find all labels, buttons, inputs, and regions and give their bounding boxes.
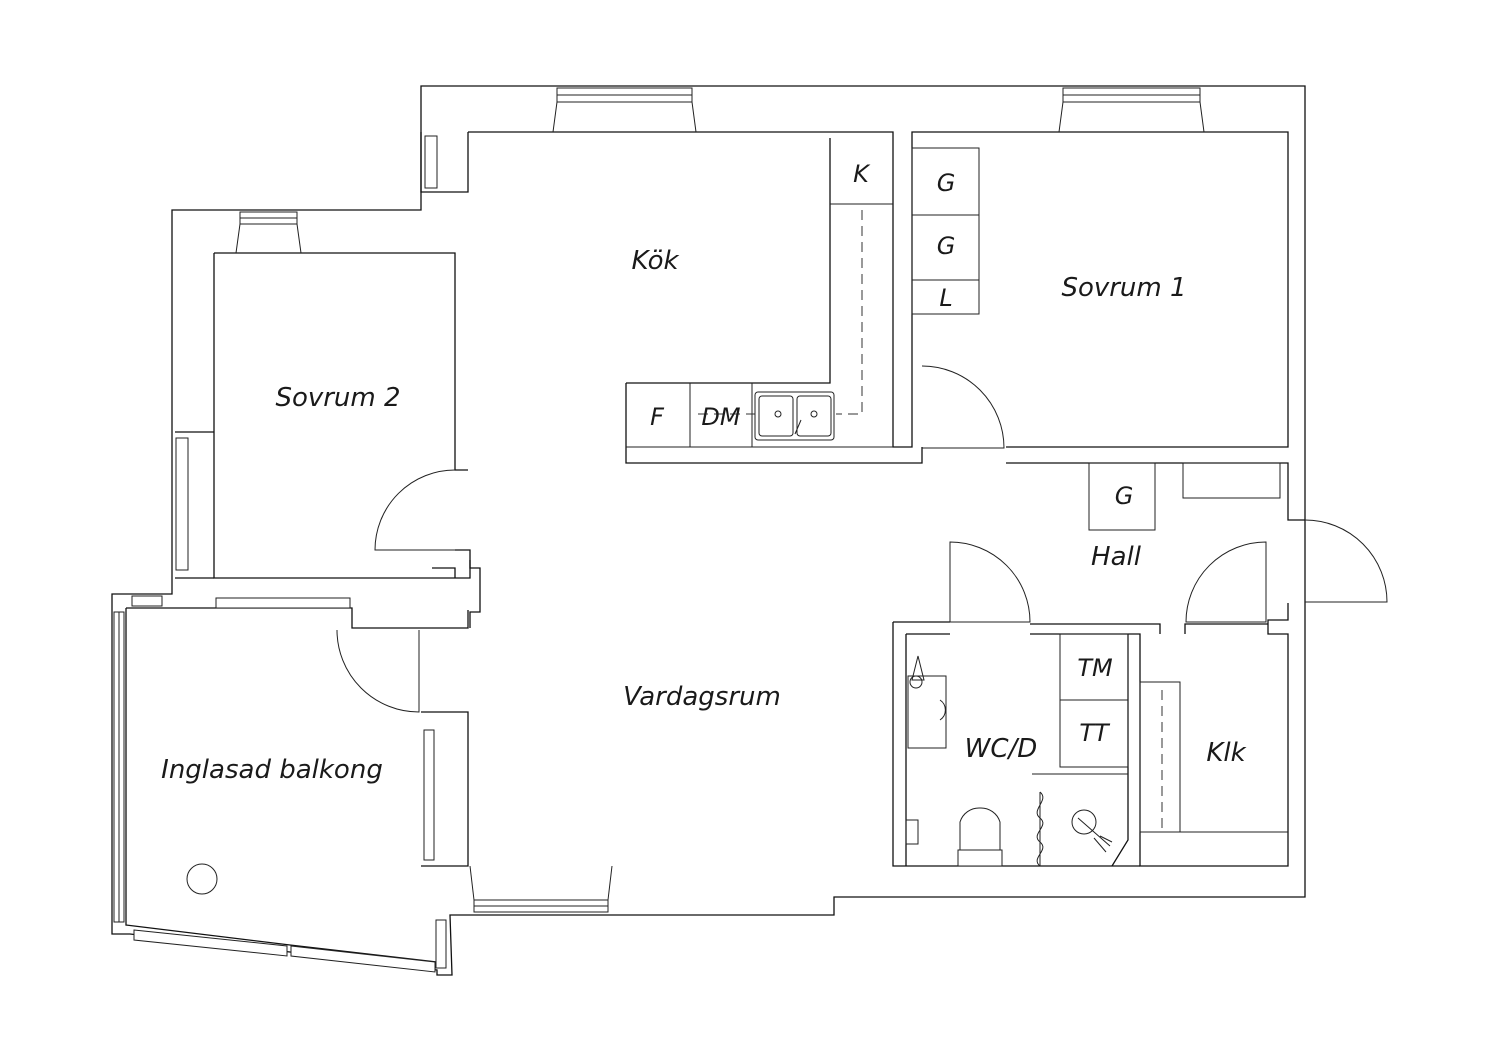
- room-label-wcd: WC/D: [965, 734, 1038, 764]
- balcony-drain: [186, 863, 218, 895]
- fixture-label-g2: G: [937, 232, 956, 260]
- windows: [113, 87, 1205, 973]
- fixture-label-l: L: [939, 284, 952, 312]
- fixture-label-dm: DM: [701, 403, 740, 431]
- outer-walls: [111, 85, 1306, 976]
- room-label-hall: Hall: [1091, 542, 1142, 572]
- room-label-balkong: Inglasad balkong: [161, 755, 383, 785]
- fixture-label-f: F: [650, 403, 665, 431]
- fixture-label-k: K: [853, 160, 871, 188]
- room-label-sovrum1: Sovrum 1: [1061, 273, 1186, 303]
- fixture-label-g1: G: [937, 169, 956, 197]
- interior-walls: [625, 138, 1305, 867]
- fixture-labels: K F DM G G L G TM TT: [650, 160, 1133, 747]
- room-label-vardagsrum: Vardagsrum: [623, 682, 781, 712]
- room-labels: Kök Sovrum 1 Sovrum 2 Vardagsrum Hall WC…: [161, 246, 1246, 785]
- kitchen-fixtures: [626, 203, 893, 448]
- fixture-label-g-hall: G: [1115, 482, 1134, 510]
- room-label-kok: Kök: [631, 246, 679, 276]
- doors: [336, 365, 1388, 713]
- fixture-label-tt: TT: [1079, 719, 1111, 747]
- room-label-klk: Klk: [1206, 738, 1246, 768]
- wardrobes: [911, 147, 1281, 531]
- fixture-label-tm: TM: [1077, 654, 1113, 682]
- bathroom-fixtures: [905, 633, 1288, 867]
- room-label-sovrum2: Sovrum 2: [275, 383, 400, 413]
